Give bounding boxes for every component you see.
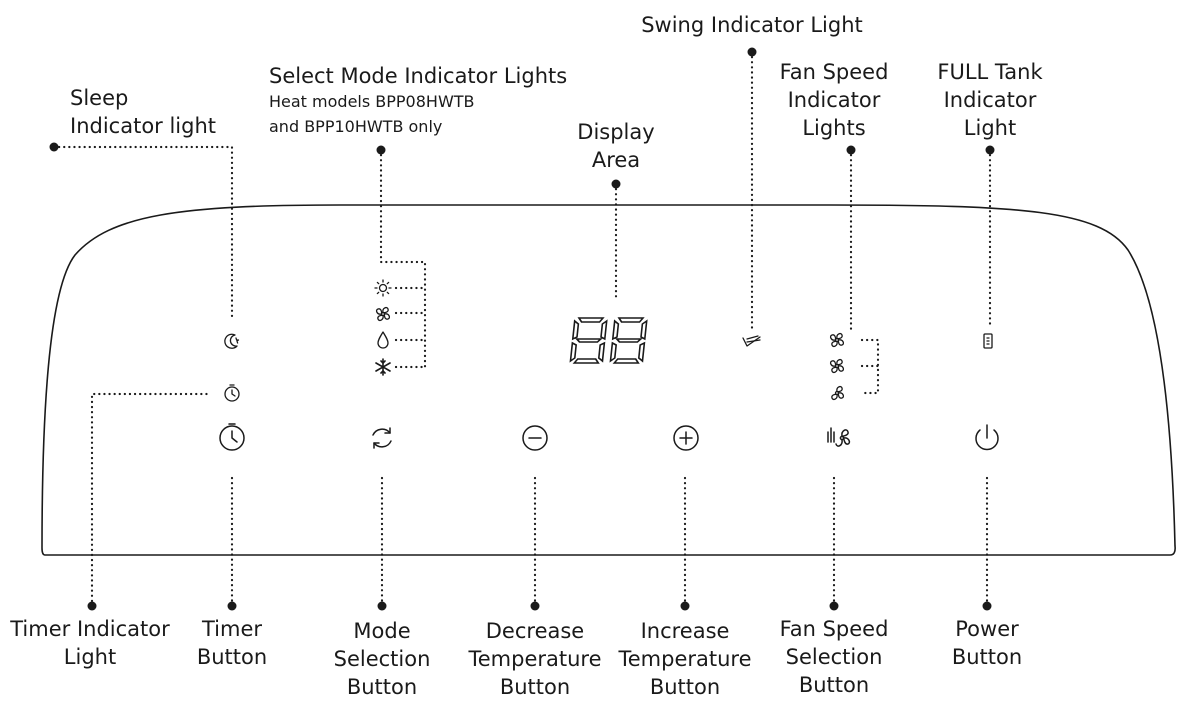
swing-indicator-label: Swing Indicator Light: [641, 13, 863, 37]
leader-lines: [52, 50, 992, 608]
decrease-temperature-button[interactable]: [522, 425, 548, 451]
timer-button[interactable]: [219, 423, 245, 451]
fan-low-icon: [831, 385, 845, 401]
power-button[interactable]: [975, 424, 999, 451]
increase-temperature-button[interactable]: [673, 425, 699, 451]
snowflake-icon: [375, 358, 391, 376]
panel-outline: [41, 204, 1176, 556]
fan-mid-icon: [829, 358, 845, 374]
select-mode-note: Heat models BPP08HWTB and BPP10HWTB only: [269, 92, 475, 136]
select-mode-label: Select Mode Indicator Lights: [269, 64, 568, 88]
display-digits: [569, 317, 648, 364]
sun-icon: [374, 279, 392, 297]
leader-dots: [49, 47, 995, 611]
droplet-icon: [377, 331, 389, 349]
fan-high-icon: [829, 332, 845, 348]
fan-speed-selection-button[interactable]: [827, 427, 851, 447]
fan-icon: [375, 306, 391, 322]
swing-icon: [742, 335, 761, 347]
tank-icon: [983, 333, 993, 349]
clock-icon: [224, 384, 240, 402]
mode-selection-button[interactable]: [372, 427, 392, 449]
moon-star-icon: [224, 333, 240, 349]
